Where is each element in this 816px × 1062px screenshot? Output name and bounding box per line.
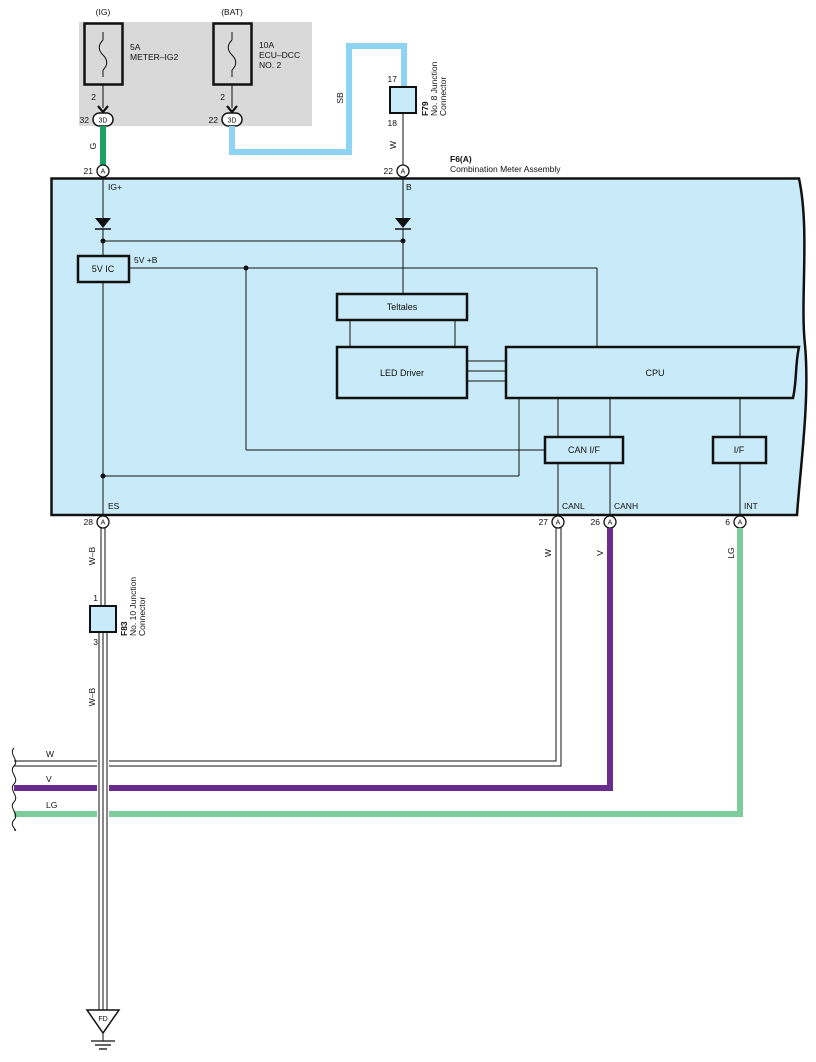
svg-text:A: A	[101, 520, 106, 527]
ig-header: (IG)	[96, 7, 111, 17]
wire-w-canl-label: W	[543, 549, 553, 557]
wire-wb-lower-label: W–B	[87, 687, 97, 706]
meter-connector-int: A	[733, 515, 747, 529]
meter-connector-canh: A	[603, 515, 617, 529]
jb-code-right: 3D	[228, 118, 237, 125]
fuse-ecu-dcc-no2	[212, 22, 253, 86]
meter-ig-pin: 21	[84, 166, 94, 176]
fuse1-out-pin: 2	[91, 92, 96, 102]
terminal-int: INT	[744, 501, 758, 511]
meter-canh-pin: 26	[591, 517, 601, 527]
terminal-b: B	[406, 182, 412, 192]
if-label: I/F	[734, 445, 745, 455]
terminal-ig: IG+	[108, 182, 122, 192]
f83-name-line1: No. 10 Junction	[128, 577, 138, 636]
teltales-block	[335, 292, 469, 322]
f79-out-pin: 18	[388, 118, 398, 128]
f79-code: F79	[420, 101, 430, 116]
svg-text:A: A	[401, 169, 406, 176]
teltales-label: Teltales	[387, 302, 418, 312]
cpu-block	[504, 345, 801, 400]
f83-out-pin: 3	[93, 637, 98, 647]
fuse-element-icon	[98, 39, 108, 71]
wire-w-label: W	[388, 141, 398, 149]
terminal-canh: CANH	[614, 501, 638, 511]
meter-connector-ig: A	[96, 164, 110, 178]
fuse1-rating: 5A	[130, 42, 141, 52]
wire-wb-upper-label: W–B	[87, 546, 97, 565]
wire-w-canl	[14, 528, 562, 767]
wire-sb	[229, 43, 407, 155]
terminal-canl: CANL	[562, 501, 585, 511]
wire-sb-label: SB	[335, 92, 345, 104]
fuse2-rating: 10A	[259, 40, 274, 50]
wire-wb-upper	[100, 528, 106, 606]
meter-canl-pin: 27	[539, 517, 549, 527]
led-driver-block	[335, 345, 469, 400]
can-if-label: CAN I/F	[568, 445, 601, 455]
f79-junction-connector	[389, 86, 417, 114]
led-driver-label: LED Driver	[380, 368, 424, 378]
fuse2-name-line2: NO. 2	[259, 60, 281, 70]
f83-in-pin: 1	[93, 593, 98, 603]
wire-lg-int-label: LG	[726, 547, 736, 558]
can-if-block	[543, 435, 625, 465]
meter-name: Combination Meter Assembly	[450, 164, 561, 174]
jb-code-left: 3D	[99, 118, 108, 125]
f83-code: F83	[119, 621, 129, 636]
f83-junction-connector	[89, 605, 117, 633]
meter-code: F6(A)	[450, 154, 472, 164]
bus-v-label: V	[46, 774, 52, 784]
wire-g-label: G	[88, 143, 98, 150]
ground-point-label: FD	[98, 1016, 107, 1023]
ground-fd-icon	[85, 1009, 121, 1050]
meter-es-pin: 28	[84, 517, 94, 527]
bus-w-label: W	[46, 749, 54, 759]
fuse2-out-pin: 2	[220, 92, 225, 102]
bus-lg-label: LG	[46, 800, 57, 810]
fuse-meter-ig2	[83, 22, 124, 86]
svg-text:A: A	[608, 520, 613, 527]
f79-name-line1: No. 8 Junction	[429, 61, 439, 116]
ic-5v-label: 5V IC	[92, 264, 115, 274]
f79-in-pin: 17	[388, 74, 398, 84]
f83-name-line2: Connector	[137, 597, 147, 636]
jb-pin-right: 22	[209, 115, 219, 125]
wire-v-canh	[14, 528, 613, 791]
bat-header: (BAT)	[221, 7, 243, 17]
ic-5v-block	[76, 254, 131, 284]
cpu-label: CPU	[645, 368, 664, 378]
svg-text:A: A	[556, 520, 561, 527]
meter-connector-b: A	[396, 164, 410, 178]
terminal-chevron-icon	[226, 105, 238, 114]
fuse1-name: METER–IG2	[130, 52, 178, 62]
reg-output-label: 5V +B	[134, 255, 158, 265]
meter-connector-canl: A	[551, 515, 565, 529]
jb-pin-left: 32	[80, 115, 90, 125]
fuse-element-icon	[227, 39, 237, 71]
meter-int-pin: 6	[725, 517, 730, 527]
wire-v-canh-label: V	[595, 550, 605, 556]
wire-lg-int	[14, 528, 743, 817]
meter-connector-es: A	[96, 515, 110, 529]
terminal-chevron-icon	[97, 105, 109, 114]
svg-text:A: A	[101, 169, 106, 176]
wire-wb-lower	[98, 632, 108, 1010]
wire-break-marks-icon	[11, 747, 17, 831]
meter-b-pin: 22	[384, 166, 394, 176]
fuse2-name-line1: ECU–DCC	[259, 50, 300, 60]
f79-name-line2: Connector	[438, 77, 448, 116]
svg-text:A: A	[738, 520, 743, 527]
terminal-es: ES	[108, 501, 120, 511]
